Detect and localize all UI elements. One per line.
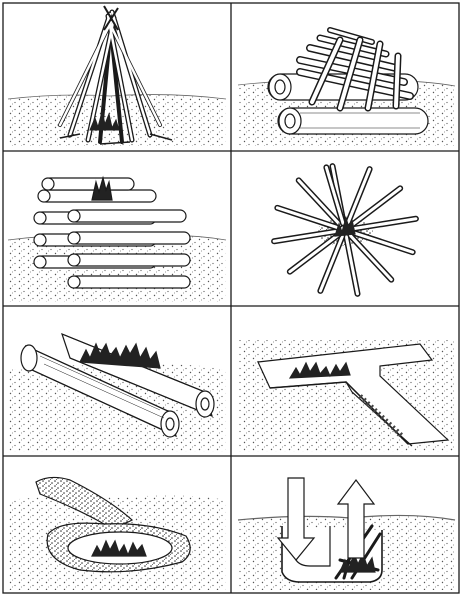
star-pole-highlight (318, 235, 344, 293)
star-pole-highlight (275, 206, 339, 230)
keyhole-fire-icon-wrap (8, 476, 226, 590)
panel-teepee (7, 5, 227, 146)
panel-trench (238, 340, 455, 452)
star-pole-highlight (346, 167, 372, 225)
teepee-fire-icon (7, 5, 227, 146)
star-pole-highlight (324, 165, 345, 225)
keyhole-pit-fire-icon (8, 476, 226, 590)
panel-crib (7, 175, 227, 302)
panel-star (271, 163, 419, 297)
panel-keyhole (8, 476, 226, 590)
crisscross-log-crib-fire-icon (7, 175, 227, 302)
star-pole-highlight (272, 229, 339, 243)
star-pole-highlight (349, 186, 402, 228)
star-pole-highlight (351, 217, 418, 231)
star-pole-highlight (297, 178, 342, 227)
log-cabin-pyramid-fire-icon (237, 27, 456, 146)
star-pole-highlight (351, 230, 415, 254)
trench-fire-icon (238, 340, 455, 452)
star-pole-highlight (344, 235, 360, 296)
star-pole-highlight (348, 233, 393, 282)
parallel-logs-fire-icon (8, 332, 226, 452)
star-radial-fire-icon (271, 163, 419, 297)
panel-parallel (8, 332, 226, 452)
dakota-hole-fire-icon (237, 477, 456, 590)
star-pole-highlight (288, 232, 341, 274)
panel-dakota (237, 477, 456, 590)
panel-pyramid (237, 27, 456, 146)
